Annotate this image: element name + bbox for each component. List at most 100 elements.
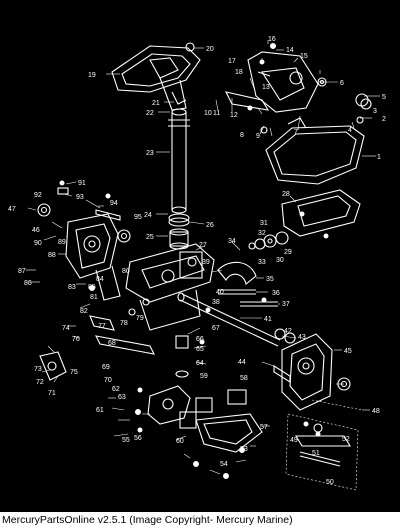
callout-90: 90 <box>34 240 42 247</box>
cowl-gasket <box>265 125 365 185</box>
lower-bracket <box>147 335 263 453</box>
callout-52: 52 <box>342 436 350 443</box>
callout-89: 89 <box>58 239 66 246</box>
callout-42: 42 <box>284 328 292 335</box>
callout-14: 14 <box>286 47 294 54</box>
callout-56: 56 <box>134 435 142 442</box>
callout-27: 27 <box>199 242 207 249</box>
callout-73: 73 <box>34 366 42 373</box>
callout-65: 65 <box>196 346 204 353</box>
callout-6: 6 <box>340 80 344 87</box>
callout-88: 88 <box>48 252 56 259</box>
callout-8: 8 <box>240 132 244 139</box>
callout-75: 75 <box>70 369 78 376</box>
callout-20: 20 <box>206 46 214 53</box>
callout-39: 39 <box>202 259 210 266</box>
callout-50: 50 <box>326 479 334 486</box>
callout-40: 40 <box>216 289 224 296</box>
callout-19: 19 <box>88 72 96 79</box>
callout-76: 76 <box>72 336 80 343</box>
callout-36: 36 <box>272 290 280 297</box>
callout-10: 10 <box>204 110 212 117</box>
callout-44: 44 <box>238 359 246 366</box>
callout-37: 37 <box>282 301 290 308</box>
callout-45: 45 <box>344 348 352 355</box>
callout-66: 66 <box>196 336 204 343</box>
callout-54: 54 <box>220 461 228 468</box>
callout-68: 68 <box>108 340 116 347</box>
callout-59: 59 <box>200 373 208 380</box>
callout-81: 81 <box>90 294 98 301</box>
callout-87: 87 <box>18 268 26 275</box>
callout-64: 64 <box>196 360 204 367</box>
callout-60: 60 <box>176 438 184 445</box>
callout-15: 15 <box>300 53 308 60</box>
callout-61: 61 <box>96 407 104 414</box>
bracket-plate <box>281 189 361 239</box>
upper-cowl-parts <box>224 43 372 134</box>
callout-25: 25 <box>146 234 154 241</box>
callout-84: 84 <box>96 276 104 283</box>
callout-32: 32 <box>258 230 266 237</box>
callout-79: 79 <box>136 315 144 322</box>
callout-43: 43 <box>298 334 306 341</box>
callout-1: 1 <box>377 154 381 161</box>
callout-55: 55 <box>122 437 130 444</box>
callout-57: 57 <box>260 424 268 431</box>
steering-shaft <box>168 108 190 214</box>
callout-71: 71 <box>48 390 56 397</box>
callout-47: 47 <box>8 206 16 213</box>
swivel-bracket-assembly <box>125 243 215 331</box>
right-clamp-bracket <box>281 333 351 411</box>
callout-3: 3 <box>373 108 377 115</box>
tiller-handle-assembly <box>111 42 201 111</box>
callout-93: 93 <box>76 194 84 201</box>
callout-85: 85 <box>88 284 96 291</box>
leader-lines <box>26 40 380 475</box>
callout-95: 95 <box>134 214 142 221</box>
callout-35: 35 <box>266 276 274 283</box>
callout-67: 67 <box>212 325 220 332</box>
callout-86: 86 <box>24 280 32 287</box>
callout-34: 34 <box>228 238 236 245</box>
callout-28: 28 <box>282 191 290 198</box>
callout-31: 31 <box>260 220 268 227</box>
callout-23: 23 <box>146 150 154 157</box>
callout-91: 91 <box>78 180 86 187</box>
callout-94: 94 <box>110 200 118 207</box>
callout-30: 30 <box>276 257 284 264</box>
callout-62: 62 <box>112 386 120 393</box>
callout-82: 82 <box>80 308 88 315</box>
callout-78: 78 <box>120 320 128 327</box>
callout-4: 4 <box>348 127 352 134</box>
image-copyright-caption: MercuryPartsOnline v2.5.1 (Image Copyrig… <box>0 512 400 529</box>
callout-labels: 1 2 3 4 5 6 7 8 9 10 11 12 13 14 15 16 1… <box>8 36 386 486</box>
clamp-ring <box>217 261 257 285</box>
callout-58: 58 <box>240 375 248 382</box>
shaft-bushings <box>168 213 190 250</box>
callout-11: 11 <box>213 110 220 117</box>
long-bolts <box>218 289 278 307</box>
assembly-dash-frame <box>285 413 359 491</box>
callout-9: 9 <box>256 133 260 140</box>
callout-46: 46 <box>32 227 40 234</box>
lever-linkage <box>39 298 155 381</box>
callout-21: 21 <box>152 100 160 107</box>
callout-7: 7 <box>294 129 298 136</box>
callout-80: 80 <box>122 268 130 275</box>
left-clamp-bracket <box>65 213 121 301</box>
callout-18: 18 <box>235 69 243 76</box>
callout-41: 41 <box>264 316 272 323</box>
callout-24: 24 <box>144 212 152 219</box>
callout-38: 38 <box>212 299 220 306</box>
small-fasteners <box>59 105 321 479</box>
callout-13: 13 <box>262 84 270 91</box>
callout-5: 5 <box>382 94 386 101</box>
callout-72: 72 <box>36 379 44 386</box>
callout-53: 53 <box>240 446 248 453</box>
exploded-parts-diagram: 1 2 3 4 5 6 7 8 9 10 11 12 13 14 15 16 1… <box>8 36 386 491</box>
callout-51: 51 <box>312 450 320 457</box>
callout-17: 17 <box>228 58 236 65</box>
callout-74: 74 <box>62 325 70 332</box>
callout-29: 29 <box>284 249 292 256</box>
